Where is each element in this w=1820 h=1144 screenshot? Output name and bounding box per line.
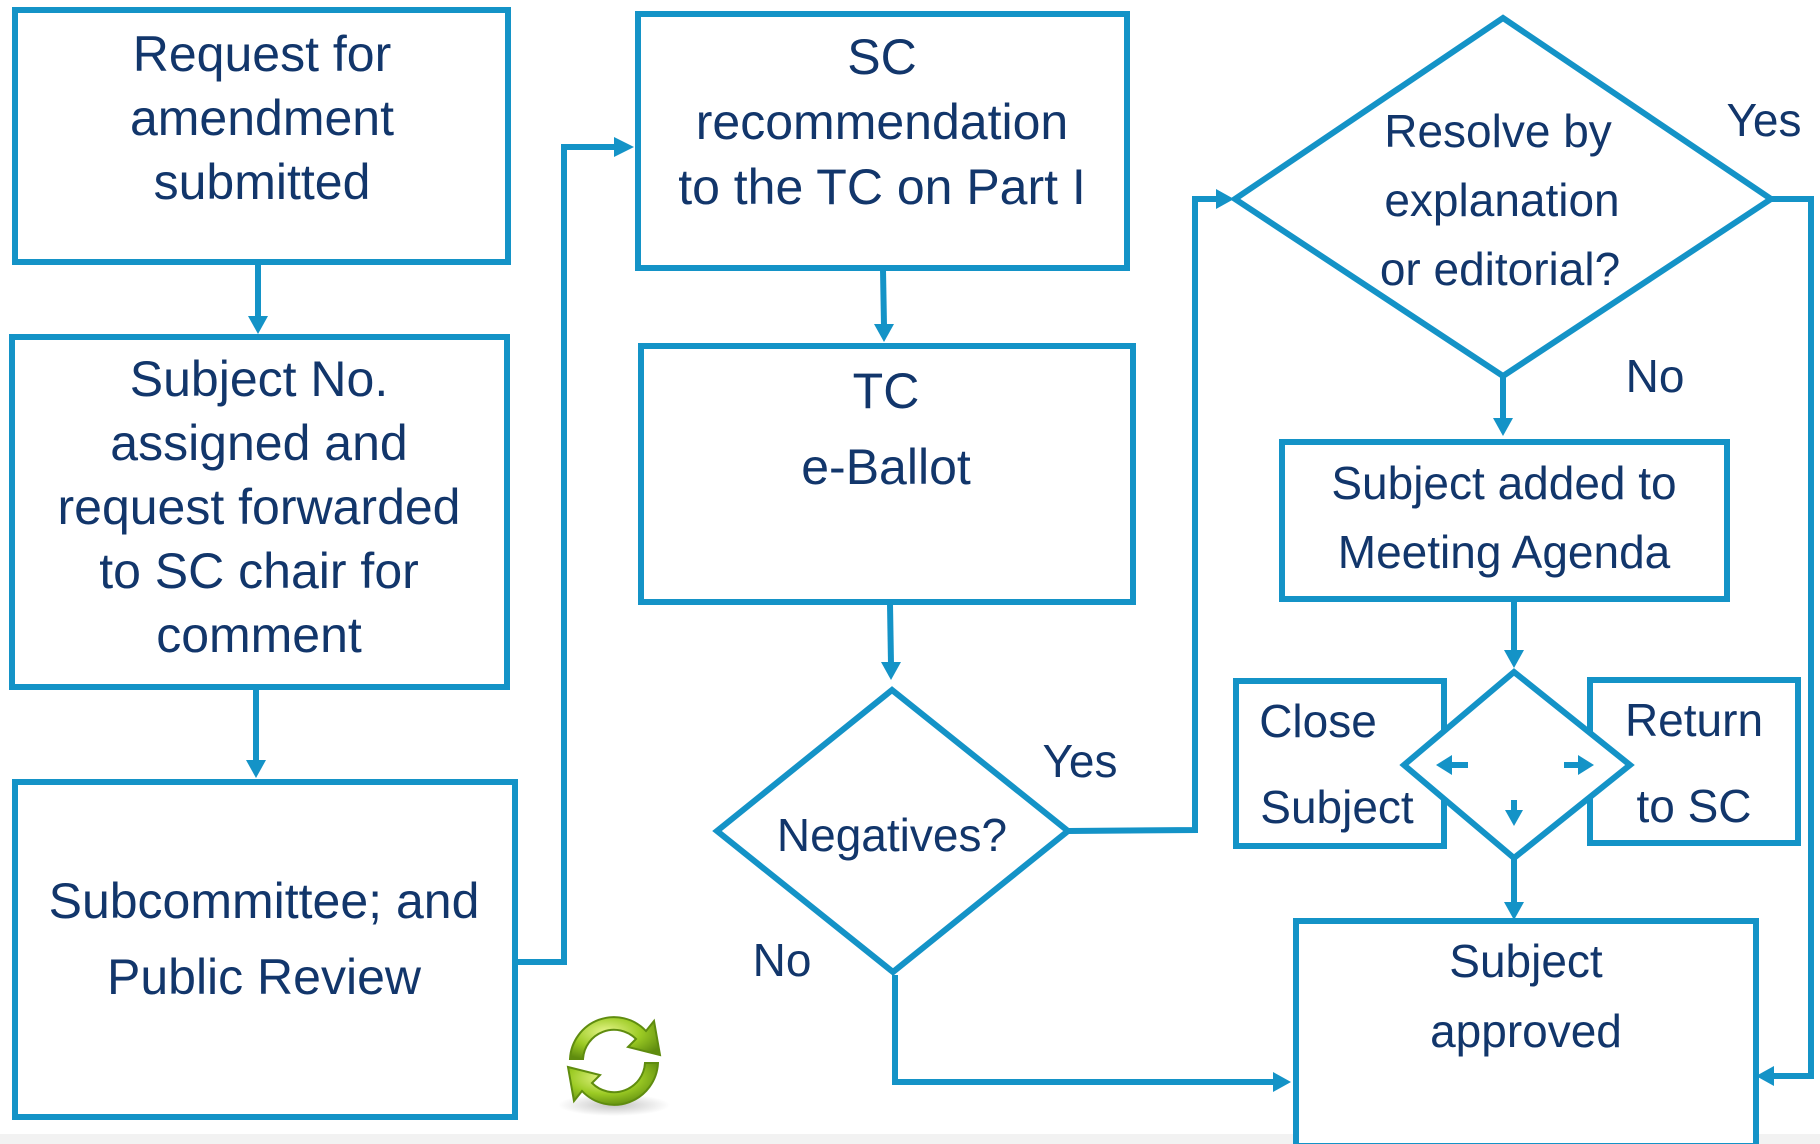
request-line-1: Request for (133, 26, 391, 82)
refresh-icon-arc-bottom (566, 1062, 660, 1106)
edge-resolve-yes-to-approved (1771, 196, 1814, 1079)
arrowhead (1756, 1066, 1774, 1086)
arrowhead (881, 662, 901, 680)
node-agenda-box (1279, 439, 1730, 602)
arrowhead (1216, 189, 1234, 209)
node-tc-eballot-box (638, 343, 1136, 605)
resolve-yes-label: Yes (1726, 94, 1801, 146)
subject-no-line-1: Subject No. (130, 351, 388, 407)
nodes (9, 7, 1801, 1144)
subject-no-line-2: assigned and (110, 415, 407, 471)
subcommittee-line-1: Subcommittee; and (49, 873, 480, 929)
refresh-icon (558, 1016, 670, 1116)
arrowhead (874, 324, 894, 342)
node-subject-no-box (9, 334, 510, 690)
node-negatives-diamond (712, 686, 1073, 976)
negatives-label: Negatives? (777, 809, 1007, 861)
resolve-no-label: No (1626, 350, 1685, 402)
bottom-edge-strip (0, 1134, 1820, 1144)
arrowhead (248, 316, 268, 334)
sc-recommendation-line-1: SC (847, 29, 916, 85)
return-line-1: Return (1625, 694, 1763, 746)
resolve-line-2: explanation (1384, 174, 1619, 226)
resolve-line-1: Resolve by (1384, 105, 1612, 157)
agenda-line-2: Meeting Agenda (1338, 526, 1671, 578)
arrowhead (1493, 418, 1513, 436)
arrowhead (1505, 810, 1523, 826)
refresh-icon-arc-top (568, 1016, 662, 1060)
arrowhead (246, 760, 266, 778)
node-request-box (12, 7, 511, 265)
edge-subcommittee-to-sc-recommendation (517, 144, 617, 965)
edge-negatives-no-to-approved (892, 975, 1275, 1085)
negatives-no-label: No (753, 934, 812, 986)
edges (246, 137, 1814, 1092)
agenda-line-1: Subject added to (1331, 457, 1676, 509)
close-line-1: Close (1259, 695, 1377, 747)
node-resolve-diamond (1229, 14, 1777, 380)
sc-recommendation-line-3: to the TC on Part I (678, 159, 1086, 215)
decision-inner-arrows (1436, 755, 1594, 826)
node-sc-recommendation-box (635, 11, 1130, 271)
subject-no-line-5: comment (156, 607, 362, 663)
edge-tc-eballot-to-negatives (887, 603, 894, 665)
node-text: Request for amendment submitted Subject … (49, 26, 1763, 1057)
edge-sc-recommendation-to-tc-eballot (880, 269, 887, 327)
arrowhead (1504, 650, 1524, 668)
approved-line-1: Subject (1449, 935, 1603, 987)
resolve-line-3: or editorial? (1380, 243, 1620, 295)
close-line-2: Subject (1260, 781, 1414, 833)
tc-eballot-line-1: TC (853, 363, 920, 419)
subject-no-line-4: to SC chair for (99, 543, 419, 599)
approved-line-2: approved (1430, 1005, 1622, 1057)
subject-no-line-3: request forwarded (57, 479, 460, 535)
arrowhead (1273, 1072, 1291, 1092)
arrowhead (1578, 755, 1594, 775)
return-line-2: to SC (1636, 780, 1751, 832)
arrowhead (1504, 902, 1524, 920)
edge-labels: Yes No Yes No (753, 94, 1802, 986)
node-subcommittee-box (12, 779, 518, 1120)
request-line-3: submitted (154, 154, 371, 210)
tc-eballot-line-2: e-Ballot (801, 439, 971, 495)
node-small-decision-diamond (1399, 668, 1635, 862)
sc-recommendation-line-2: recommendation (696, 94, 1068, 150)
arrowhead (614, 137, 634, 157)
negatives-yes-label: Yes (1042, 735, 1117, 787)
arrowhead (1436, 755, 1452, 775)
request-line-2: amendment (130, 90, 394, 146)
edge-negatives-yes-to-resolve (1067, 196, 1218, 834)
node-approved-box (1293, 918, 1759, 1144)
subcommittee-line-2: Public Review (107, 949, 422, 1005)
